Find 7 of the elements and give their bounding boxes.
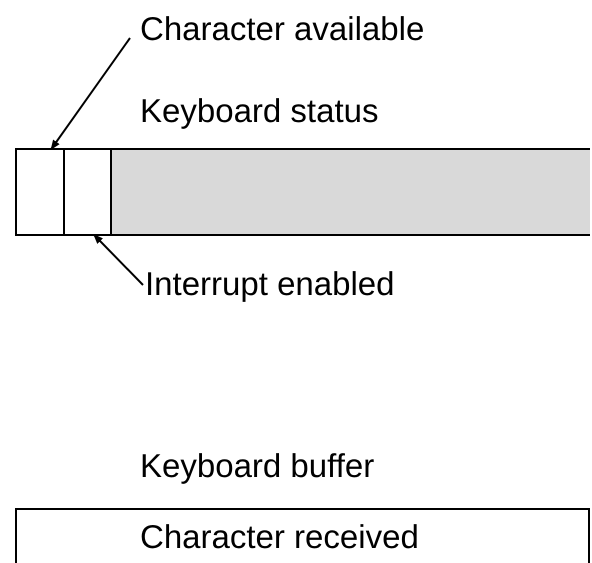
reserved-bits [112, 150, 590, 234]
register-heading: Keyboard status [140, 92, 378, 130]
leader-line [50, 37, 131, 151]
annotation-text: Interrupt enabled [145, 265, 395, 303]
register-content: Character received [140, 518, 419, 556]
annotation-text: Character available [140, 10, 424, 48]
register-heading: Keyboard buffer [140, 447, 374, 485]
